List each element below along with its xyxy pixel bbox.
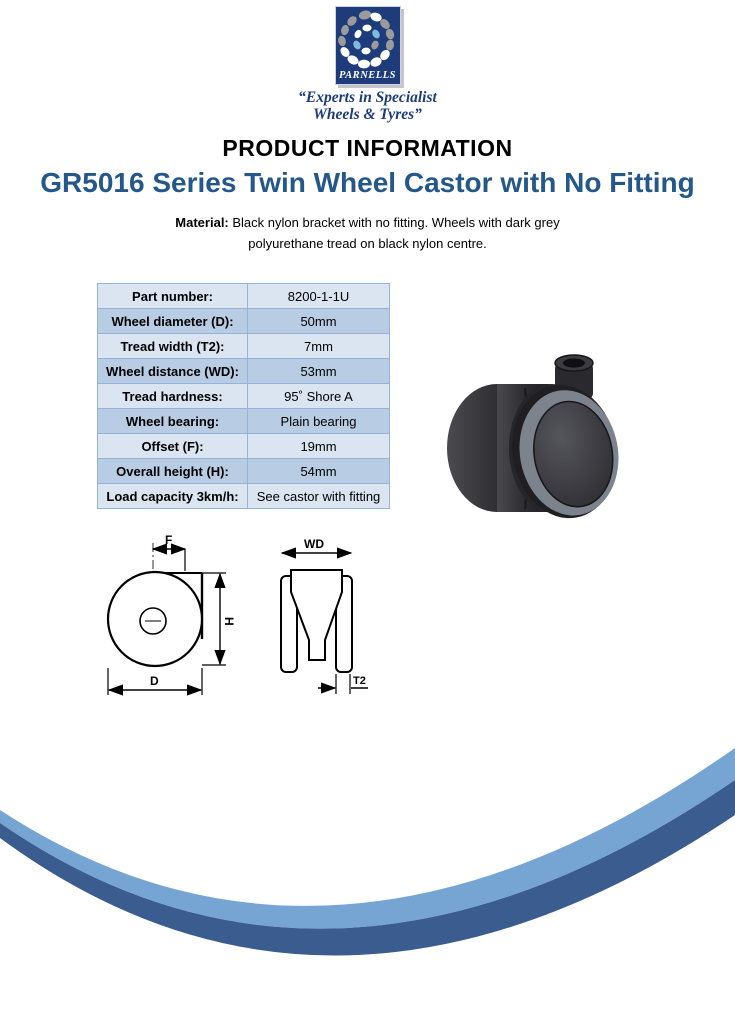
- material-label: Material:: [175, 215, 229, 230]
- section-title: PRODUCT INFORMATION: [222, 135, 513, 161]
- spec-label: Part number:: [97, 283, 248, 309]
- spec-table-row: Load capacity 3km/h:See castor with fitt…: [97, 483, 390, 509]
- dim-label-t2: T2: [353, 675, 366, 687]
- spec-table-row: Wheel diameter (D):50mm: [97, 308, 390, 334]
- spec-value: 53mm: [247, 358, 390, 384]
- spec-label: Tread hardness:: [97, 383, 248, 409]
- spec-value: See castor with fitting: [247, 483, 390, 509]
- spec-value: 7mm: [247, 333, 390, 359]
- dim-label-d: D: [150, 674, 159, 688]
- spec-label: Wheel diameter (D):: [97, 308, 248, 334]
- dim-label-h: H: [222, 617, 236, 626]
- spec-table-row: Wheel distance (WD):53mm: [97, 358, 390, 384]
- logo-spiral-icon: [337, 10, 394, 69]
- spec-value: Plain bearing: [247, 408, 390, 434]
- footer-swoosh: [0, 748, 735, 956]
- product-title: GR5016 Series Twin Wheel Castor with No …: [40, 167, 695, 198]
- product-photo: [447, 354, 619, 519]
- dim-label-f: F: [165, 535, 172, 547]
- swoosh-light-band: [0, 748, 735, 929]
- spec-label: Wheel bearing:: [97, 408, 248, 434]
- spec-table-row: Part number:8200-1-1U: [97, 283, 390, 309]
- brand-tagline: “Experts in Specialist Wheels & Tyres”: [0, 89, 735, 123]
- spec-value: 95˚ Shore A: [247, 383, 390, 409]
- material-line1: Black nylon bracket with no fitting. Whe…: [228, 215, 560, 230]
- spec-label: Load capacity 3km/h:: [97, 483, 248, 509]
- side-view-drawing: F H D: [106, 535, 236, 696]
- parnells-logo: PARNELLS: [334, 6, 401, 85]
- dim-label-wd: WD: [304, 537, 324, 551]
- front-view-drawing: WD T2: [280, 537, 368, 694]
- technical-drawings: F H D WD T2: [106, 535, 368, 696]
- spec-table-row: Wheel bearing:Plain bearing: [97, 408, 390, 434]
- spec-value: 19mm: [247, 433, 390, 459]
- tagline-line1: “Experts in Specialist: [298, 89, 437, 106]
- header: PARNELLS “Experts in Specialist Wheels &…: [0, 0, 735, 254]
- spec-label: Wheel distance (WD):: [97, 358, 248, 384]
- spec-table-row: Tread width (T2):7mm: [97, 333, 390, 359]
- tagline-line2: Wheels & Tyres”: [313, 106, 422, 123]
- spec-label: Offset (F):: [97, 433, 248, 459]
- spec-table-row: Overall height (H):54mm: [97, 458, 390, 484]
- spec-value: 8200-1-1U: [247, 283, 390, 309]
- spec-value: 50mm: [247, 308, 390, 334]
- spec-table-row: Offset (F):19mm: [97, 433, 390, 459]
- spec-label: Tread width (T2):: [97, 333, 248, 359]
- castor-front-wheel: [512, 384, 619, 519]
- logo-wordmark: PARNELLS: [339, 70, 396, 81]
- swoosh-dark-band: [0, 780, 735, 956]
- spec-value: 54mm: [247, 458, 390, 484]
- material-description: Material: Black nylon bracket with no fi…: [0, 212, 735, 254]
- spec-table-row: Tread hardness:95˚ Shore A: [97, 383, 390, 409]
- spec-label: Overall height (H):: [97, 458, 248, 484]
- material-line2: polyurethane tread on black nylon centre…: [248, 236, 487, 251]
